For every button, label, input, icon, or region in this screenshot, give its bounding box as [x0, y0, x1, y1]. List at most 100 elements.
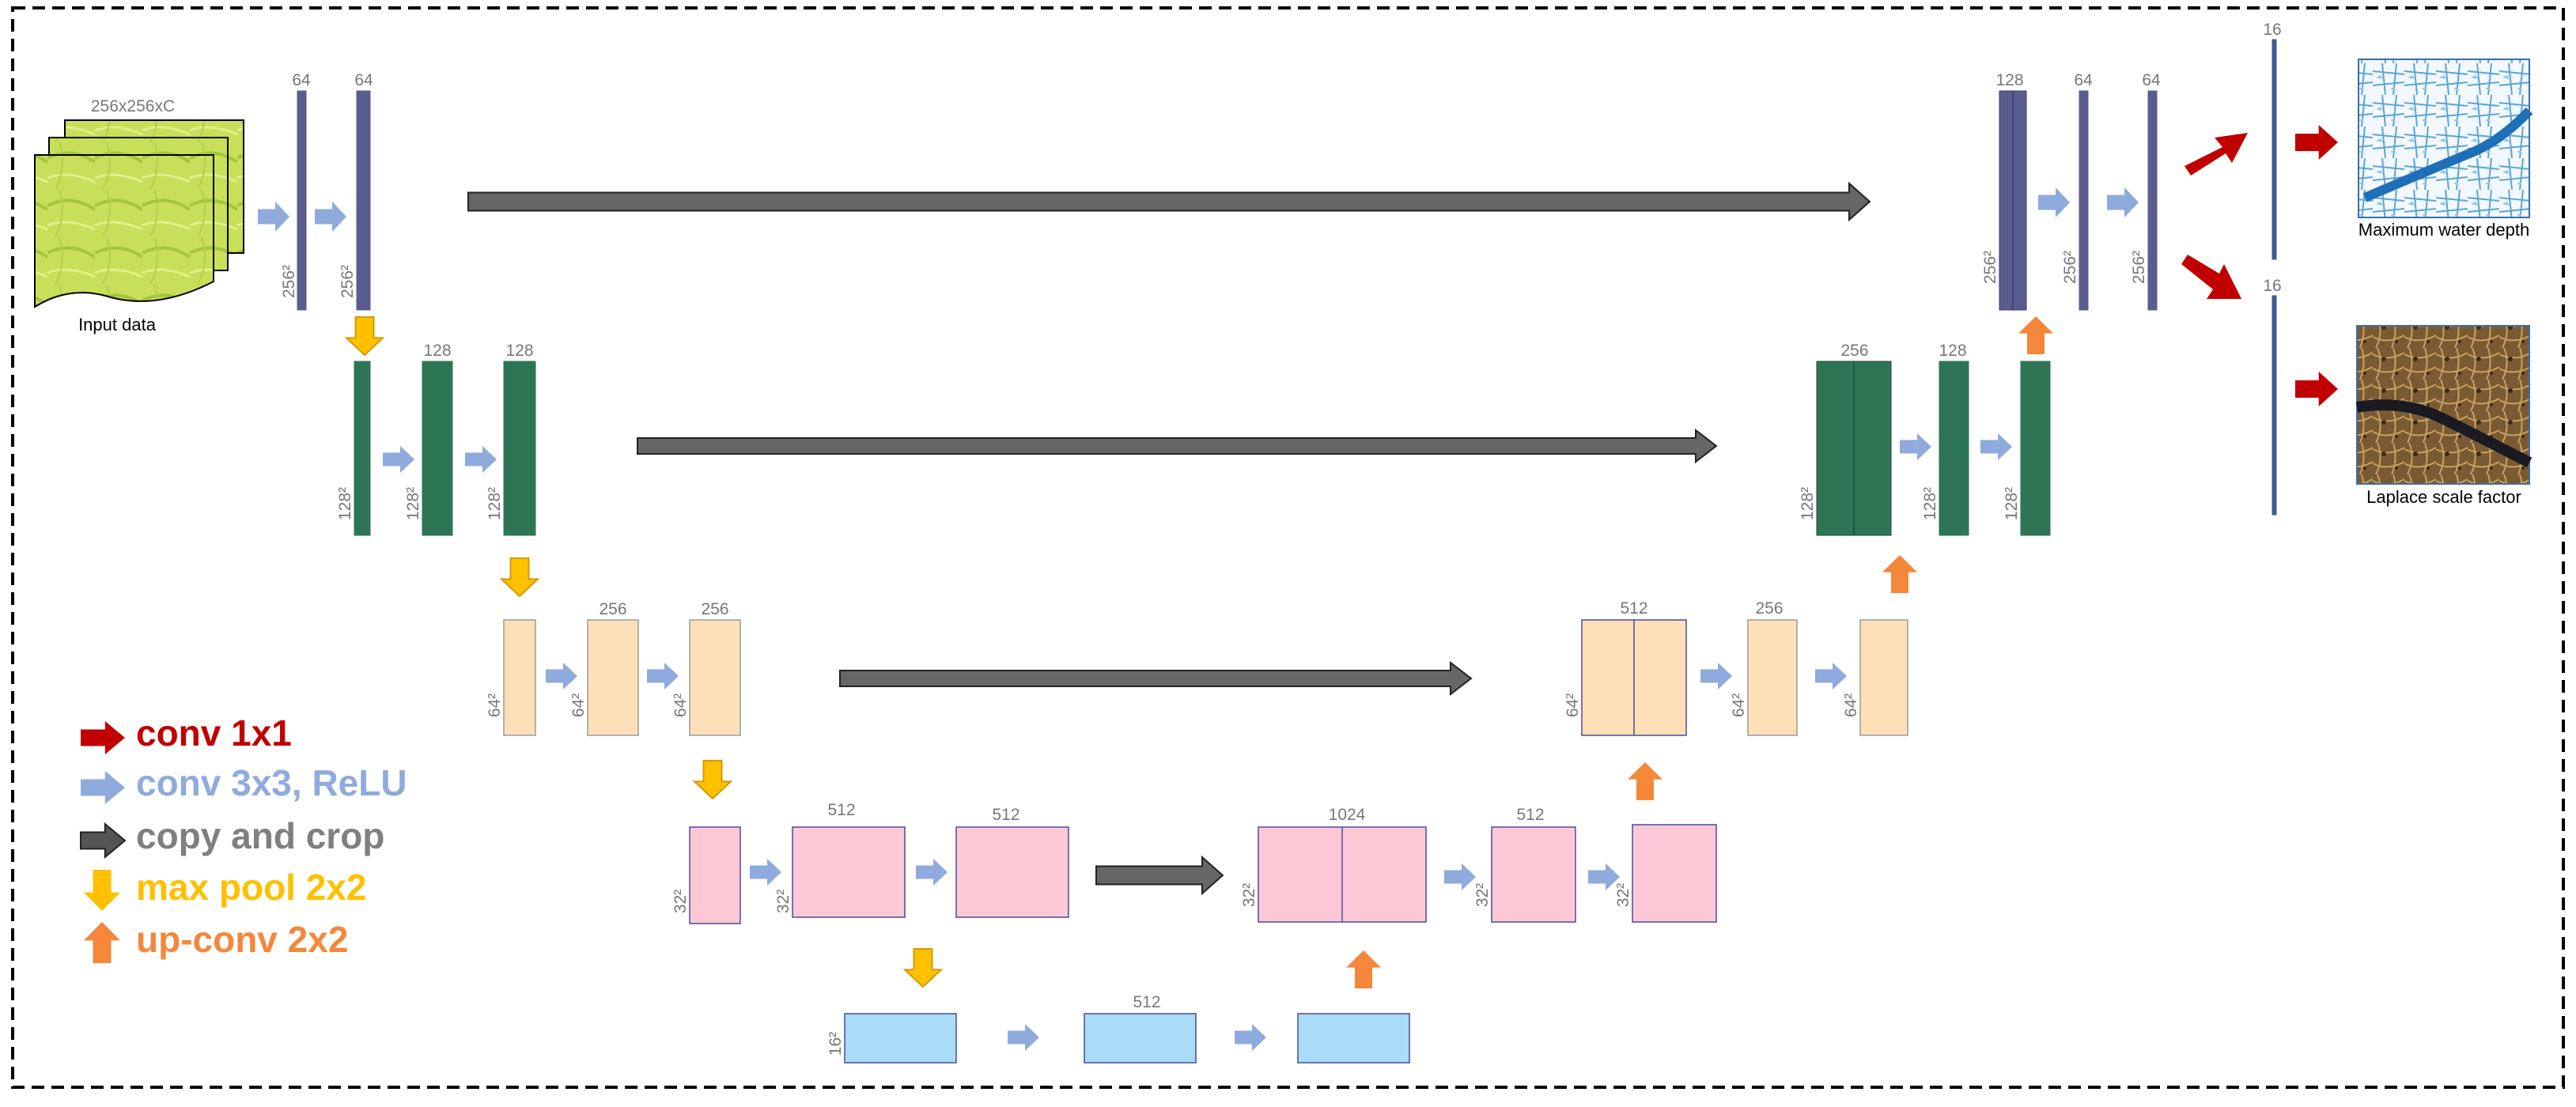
channel-label-e4c: 512	[992, 806, 1019, 824]
size-labels: 256² 256² 128² 128² 128² 64² 64² 64² 32²…	[280, 251, 2148, 1056]
size-label-d2c: 128²	[2003, 487, 2021, 520]
legend-arrow-icon	[84, 922, 120, 963]
outer-frame	[11, 6, 2565, 1089]
layer-d1b	[2079, 90, 2089, 311]
size-label-d3c: 64²	[1842, 693, 1860, 717]
conv1x1-arrow-icon	[2295, 372, 2338, 406]
channel-label-e4b: 512	[827, 801, 855, 819]
size-label-d1a: 256²	[1981, 251, 1999, 284]
layer-o2	[2271, 295, 2277, 516]
channel-label-e2c: 128	[505, 342, 533, 360]
size-label-e4b: 32²	[774, 890, 792, 913]
layer-d2c	[2020, 361, 2051, 536]
conv3x3-arrow-icon	[546, 663, 577, 690]
legend-arrow-icon	[84, 870, 120, 911]
conv3x3-arrow-icon	[1235, 1024, 1266, 1051]
copy-crop-arrow-icon	[467, 181, 1871, 222]
upconv-arrow-icon	[1628, 762, 1662, 800]
size-label-e1b: 256²	[339, 265, 357, 298]
layer-d2b	[1939, 361, 1969, 536]
legend-label-copy-crop: copy and crop	[136, 815, 384, 856]
upconv-arrows	[1346, 316, 2053, 988]
channel-label-d4a: 1024	[1329, 806, 1366, 824]
channel-label-d2a: 256	[1840, 342, 1868, 360]
upconv-arrow-icon	[2018, 316, 2053, 354]
size-label-e1a: 256²	[280, 265, 298, 298]
channel-label-d3a: 512	[1620, 599, 1647, 618]
input-dims-label: 256x256xC	[91, 97, 175, 115]
conv1x1-arrow-icon	[2181, 255, 2241, 299]
size-label-e2c: 128²	[486, 487, 504, 520]
input-slice-front	[34, 154, 214, 308]
channel-label-e1b: 64	[354, 71, 373, 89]
size-label-e3c: 64²	[671, 693, 690, 717]
conv3x3-arrow-icon	[315, 202, 346, 232]
channel-label-d1b: 64	[2074, 71, 2093, 89]
input-caption: Input data	[78, 315, 157, 334]
maxpool-arrow-icon	[692, 760, 733, 800]
layer-e3b	[587, 619, 639, 736]
copy-crop-arrow-icon	[1095, 855, 1224, 896]
layer-d4c	[1632, 824, 1717, 923]
layer-e2b	[422, 361, 453, 536]
conv3x3-arrow-icon	[1008, 1024, 1039, 1051]
conv1x1-arrow-icon	[2184, 133, 2248, 176]
channel-label-e3b: 256	[599, 600, 626, 618]
layer-e4b	[792, 826, 906, 918]
conv3x3-arrow-icon	[465, 446, 497, 473]
layer-d4b	[1491, 826, 1576, 923]
layer-b2	[1084, 1013, 1197, 1064]
layer-e4c	[955, 826, 1069, 918]
conv1x1-arrows	[2181, 125, 2338, 406]
layer-d3c	[1859, 619, 1908, 736]
conv3x3-arrow-icon	[1980, 433, 2012, 460]
conv3x3-arrow-icon	[750, 859, 781, 886]
channel-labels: 64 64 128 128 256 256 512 512 512 1024 5…	[292, 21, 2281, 1011]
copy-crop-arrow-icon	[839, 660, 1473, 697]
conv1x1-arrow-icon	[2295, 125, 2338, 160]
upconv-arrow-icon	[1346, 950, 1381, 988]
size-label-d3b: 64²	[1730, 693, 1748, 717]
size-label-d1b: 256²	[2061, 251, 2079, 284]
layer-o1	[2271, 39, 2277, 260]
conv3x3-arrow-icon	[2107, 187, 2139, 217]
maxpool-arrows	[344, 316, 944, 988]
size-label-e2a: 128²	[336, 487, 354, 520]
size-label-d4c: 32²	[1614, 883, 1632, 907]
channel-label-e1a: 64	[292, 71, 311, 89]
size-label-e3a: 64²	[486, 693, 504, 717]
maxpool-arrow-icon	[344, 316, 385, 357]
layer-e1a	[297, 90, 307, 311]
size-label-d4b: 32²	[1473, 883, 1492, 907]
conv3x3-arrow-icon	[1588, 863, 1620, 890]
channel-label-d2b: 128	[1939, 342, 1966, 360]
upconv-arrow-icon	[1882, 555, 1917, 593]
channel-label-d4b: 512	[1516, 806, 1544, 824]
legend-arrow-icon	[81, 771, 125, 804]
size-label-d3a: 64²	[1564, 693, 1582, 717]
feature-maps	[297, 39, 2277, 1064]
layer-d3b	[1747, 619, 1798, 736]
legend-arrow-icon	[80, 822, 127, 860]
layer-b3	[1297, 1013, 1410, 1064]
conv3x3-arrow-icon	[1444, 863, 1476, 890]
size-label-d2b: 128²	[1921, 487, 1939, 520]
channel-label-d1a: 128	[1995, 71, 2023, 89]
layer-d1c	[2147, 90, 2158, 311]
layer-e3c	[689, 619, 741, 736]
output-river	[2362, 107, 2533, 202]
channel-label-b2: 512	[1133, 993, 1160, 1011]
conv3x3-arrow-icon	[647, 663, 679, 690]
output-laplace-river	[2355, 399, 2532, 468]
output-caption-water-depth: Maximum water depth	[2358, 220, 2529, 240]
layer-e3a	[503, 619, 536, 736]
conv3x3-arrow-icon	[1700, 663, 1732, 690]
legend-label-conv3x3: conv 3x3, ReLU	[136, 762, 407, 803]
layer-e1b	[356, 90, 371, 311]
output-caption-laplace: Laplace scale factor	[2366, 487, 2521, 507]
conv3x3-arrow-icon	[916, 859, 948, 886]
size-label-e4a: 32²	[671, 890, 690, 913]
channel-label-e2b: 128	[423, 342, 451, 360]
layer-b1	[844, 1013, 957, 1064]
